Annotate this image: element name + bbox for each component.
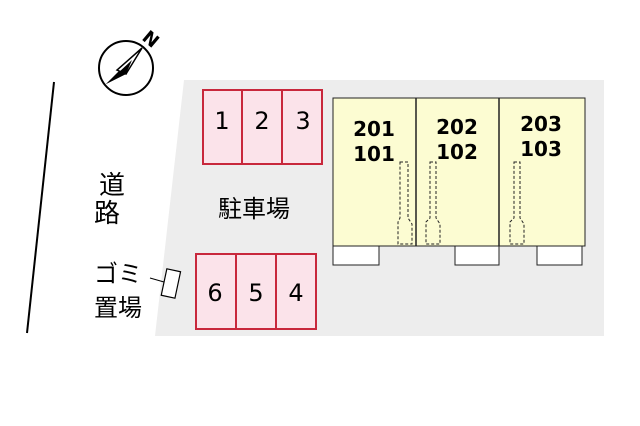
road-label-line2: 路 [94, 199, 120, 229]
parking-space [275, 253, 317, 330]
parking-row-bottom: 6 5 4 [195, 253, 317, 330]
parking-label: 駐車場 [218, 195, 290, 223]
unit-upper-label: 202 [436, 115, 478, 139]
parking-space [235, 253, 277, 330]
unit-upper-label: 203 [520, 112, 562, 136]
compass-icon [98, 40, 154, 96]
unit-lower-label: 101 [353, 142, 395, 166]
garbage-label-line2: 置場 [94, 294, 142, 322]
parking-space-number: 3 [295, 107, 310, 135]
unit-3: 203 103 [520, 112, 562, 161]
parking-space-number: 4 [288, 279, 303, 307]
parking-space [241, 89, 283, 165]
unit-lower-label: 102 [436, 140, 478, 164]
unit-2: 202 102 [436, 115, 478, 164]
garbage-leader-line [149, 277, 165, 283]
parking-space-number: 5 [248, 279, 263, 307]
unit-1: 201 101 [353, 117, 395, 166]
parking-space-number: 1 [214, 107, 229, 135]
building [332, 97, 586, 266]
parking-space [195, 253, 237, 330]
unit-lower-label: 103 [520, 137, 562, 161]
garbage-bin [160, 268, 182, 299]
parking-space [281, 89, 323, 165]
parking-row-top: 1 2 3 [202, 89, 323, 165]
unit-upper-label: 201 [353, 117, 395, 141]
parking-space-number: 6 [207, 279, 222, 307]
garbage-label-line1: ゴミ [94, 260, 142, 288]
road-label-line1: 道 [99, 171, 125, 201]
parking-space [202, 89, 243, 165]
road-line [26, 81, 55, 334]
parking-space-number: 2 [254, 107, 269, 135]
